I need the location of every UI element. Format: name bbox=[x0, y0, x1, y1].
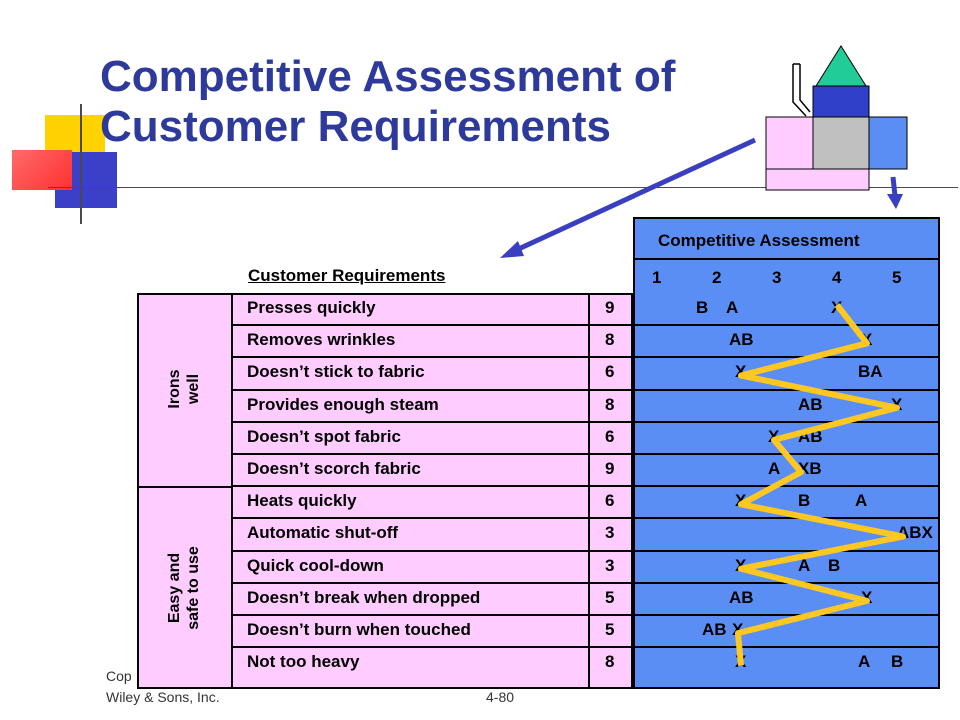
requirements-header: Customer Requirements bbox=[248, 266, 446, 285]
requirement-label: Removes wrinkles bbox=[247, 330, 396, 350]
slide-number: 4-80 bbox=[486, 689, 515, 705]
importance-value: 8 bbox=[605, 330, 615, 350]
assessment-mark: A bbox=[726, 298, 739, 317]
assessment-mark: B bbox=[798, 491, 811, 511]
table-row: Removes wrinkles 8 bbox=[233, 324, 939, 357]
assessment-mark: A bbox=[855, 491, 868, 511]
row-divider bbox=[233, 388, 939, 391]
requirement-label: Doesn’t break when dropped bbox=[247, 587, 481, 607]
assessment-mark: X bbox=[735, 491, 747, 511]
assessment-mark: X bbox=[735, 555, 747, 575]
assessment-mark: X bbox=[891, 394, 903, 414]
assessment-mark: B bbox=[828, 555, 841, 575]
table-row: Presses quickly 9 bbox=[233, 293, 939, 325]
requirement-label: Doesn’t spot fabric bbox=[247, 426, 401, 446]
table-row: Provides enough steam 8 bbox=[233, 388, 939, 422]
table-row: Heats quickly 6 bbox=[233, 485, 939, 518]
importance-value: 6 bbox=[605, 362, 615, 382]
importance-value: 3 bbox=[605, 523, 615, 543]
requirement-label: Not too heavy bbox=[247, 652, 360, 672]
requirement-label: Doesn’t stick to fabric bbox=[247, 362, 425, 382]
requirement-label: Presses quickly bbox=[247, 298, 376, 317]
house-of-quality-icon bbox=[765, 45, 908, 191]
requirement-label: Automatic shut-off bbox=[247, 523, 399, 543]
assessment-mark: AB bbox=[798, 394, 823, 414]
scale-number-1: 1 bbox=[652, 268, 662, 287]
assessment-header: Competitive Assessment bbox=[658, 231, 860, 250]
requirement-label: Provides enough steam bbox=[247, 394, 439, 414]
scale-number-4: 4 bbox=[832, 268, 842, 287]
competitor-x-polyline bbox=[735, 303, 906, 666]
page-title: Competitive Assessment of Customer Requi… bbox=[100, 52, 675, 152]
requirement-label: Heats quickly bbox=[247, 491, 357, 511]
table-row: Doesn’t burn when touched 5 bbox=[233, 614, 939, 647]
requirement-label: Doesn’t burn when touched bbox=[247, 620, 471, 639]
importance-value: 6 bbox=[605, 426, 615, 446]
title-line-2: Customer Requirements bbox=[100, 102, 612, 151]
decor-red-square bbox=[12, 150, 72, 190]
row-divider bbox=[233, 453, 939, 455]
assessment-mark: X bbox=[735, 362, 747, 382]
assessment-mark: X bbox=[861, 587, 873, 607]
table-row: Doesn’t scorch fabric 9 bbox=[233, 453, 939, 486]
assessment-mark: BA bbox=[858, 362, 883, 382]
row-divider bbox=[233, 581, 939, 584]
requirements-table bbox=[137, 293, 633, 689]
assessment-mark: A bbox=[858, 652, 871, 672]
group-divider bbox=[137, 486, 233, 488]
row-divider bbox=[233, 517, 939, 520]
group-column-divider bbox=[231, 293, 233, 689]
assessment-mark: A bbox=[768, 459, 781, 478]
assessment-mark: XB bbox=[798, 459, 822, 478]
copyright-line-2: Wiley & Sons, Inc. bbox=[106, 689, 220, 705]
importance-value: 5 bbox=[605, 587, 615, 607]
row-divider bbox=[233, 485, 939, 488]
importance-value: 8 bbox=[605, 652, 615, 672]
assessment-mark: X bbox=[732, 620, 744, 639]
table-row: Not too heavy 8 bbox=[233, 646, 939, 679]
table-row: Quick cool-down 3 bbox=[233, 549, 939, 583]
importance-value: 3 bbox=[605, 555, 615, 575]
scale-number-5: 5 bbox=[892, 268, 902, 287]
scale-number-2: 2 bbox=[712, 268, 722, 287]
assessment-header-divider bbox=[633, 258, 940, 260]
decor-vertical-rule bbox=[80, 104, 82, 224]
table-row: Doesn’t spot fabric 6 bbox=[233, 420, 939, 454]
assessment-mark: A bbox=[798, 555, 811, 575]
assessment-mark: AB bbox=[729, 587, 754, 607]
importance-value: 5 bbox=[605, 620, 615, 639]
requirement-label: Quick cool-down bbox=[247, 555, 384, 575]
table-row: Doesn’t stick to fabric 6 bbox=[233, 356, 939, 389]
copyright-line-1: Cop bbox=[106, 668, 132, 684]
decor-horizontal-rule bbox=[48, 187, 958, 188]
assessment-mark: AB bbox=[702, 620, 727, 639]
row-divider bbox=[233, 356, 939, 359]
assessment-mark: B bbox=[891, 652, 904, 672]
scale-number-3: 3 bbox=[772, 268, 782, 287]
importance-value: 9 bbox=[605, 298, 615, 317]
importance-value: 8 bbox=[605, 394, 615, 414]
table-row: Automatic shut-off 3 bbox=[233, 517, 939, 550]
assessment-mark: B bbox=[696, 298, 709, 317]
importance-value: 6 bbox=[605, 491, 615, 511]
row-divider bbox=[233, 420, 939, 423]
importance-divider bbox=[588, 293, 590, 689]
row-divider bbox=[233, 324, 939, 327]
importance-value: 9 bbox=[605, 459, 615, 478]
table-row: Doesn’t break when dropped 5 bbox=[233, 581, 939, 615]
row-divider bbox=[233, 646, 939, 649]
assessment-mark: ABX bbox=[897, 523, 933, 543]
assessment-mark: X bbox=[768, 426, 780, 446]
assessment-mark: AB bbox=[729, 330, 754, 350]
row-divider bbox=[233, 614, 939, 616]
requirement-label: Doesn’t scorch fabric bbox=[247, 459, 421, 478]
title-line-1: Competitive Assessment of bbox=[100, 52, 676, 101]
row-divider bbox=[233, 549, 939, 552]
